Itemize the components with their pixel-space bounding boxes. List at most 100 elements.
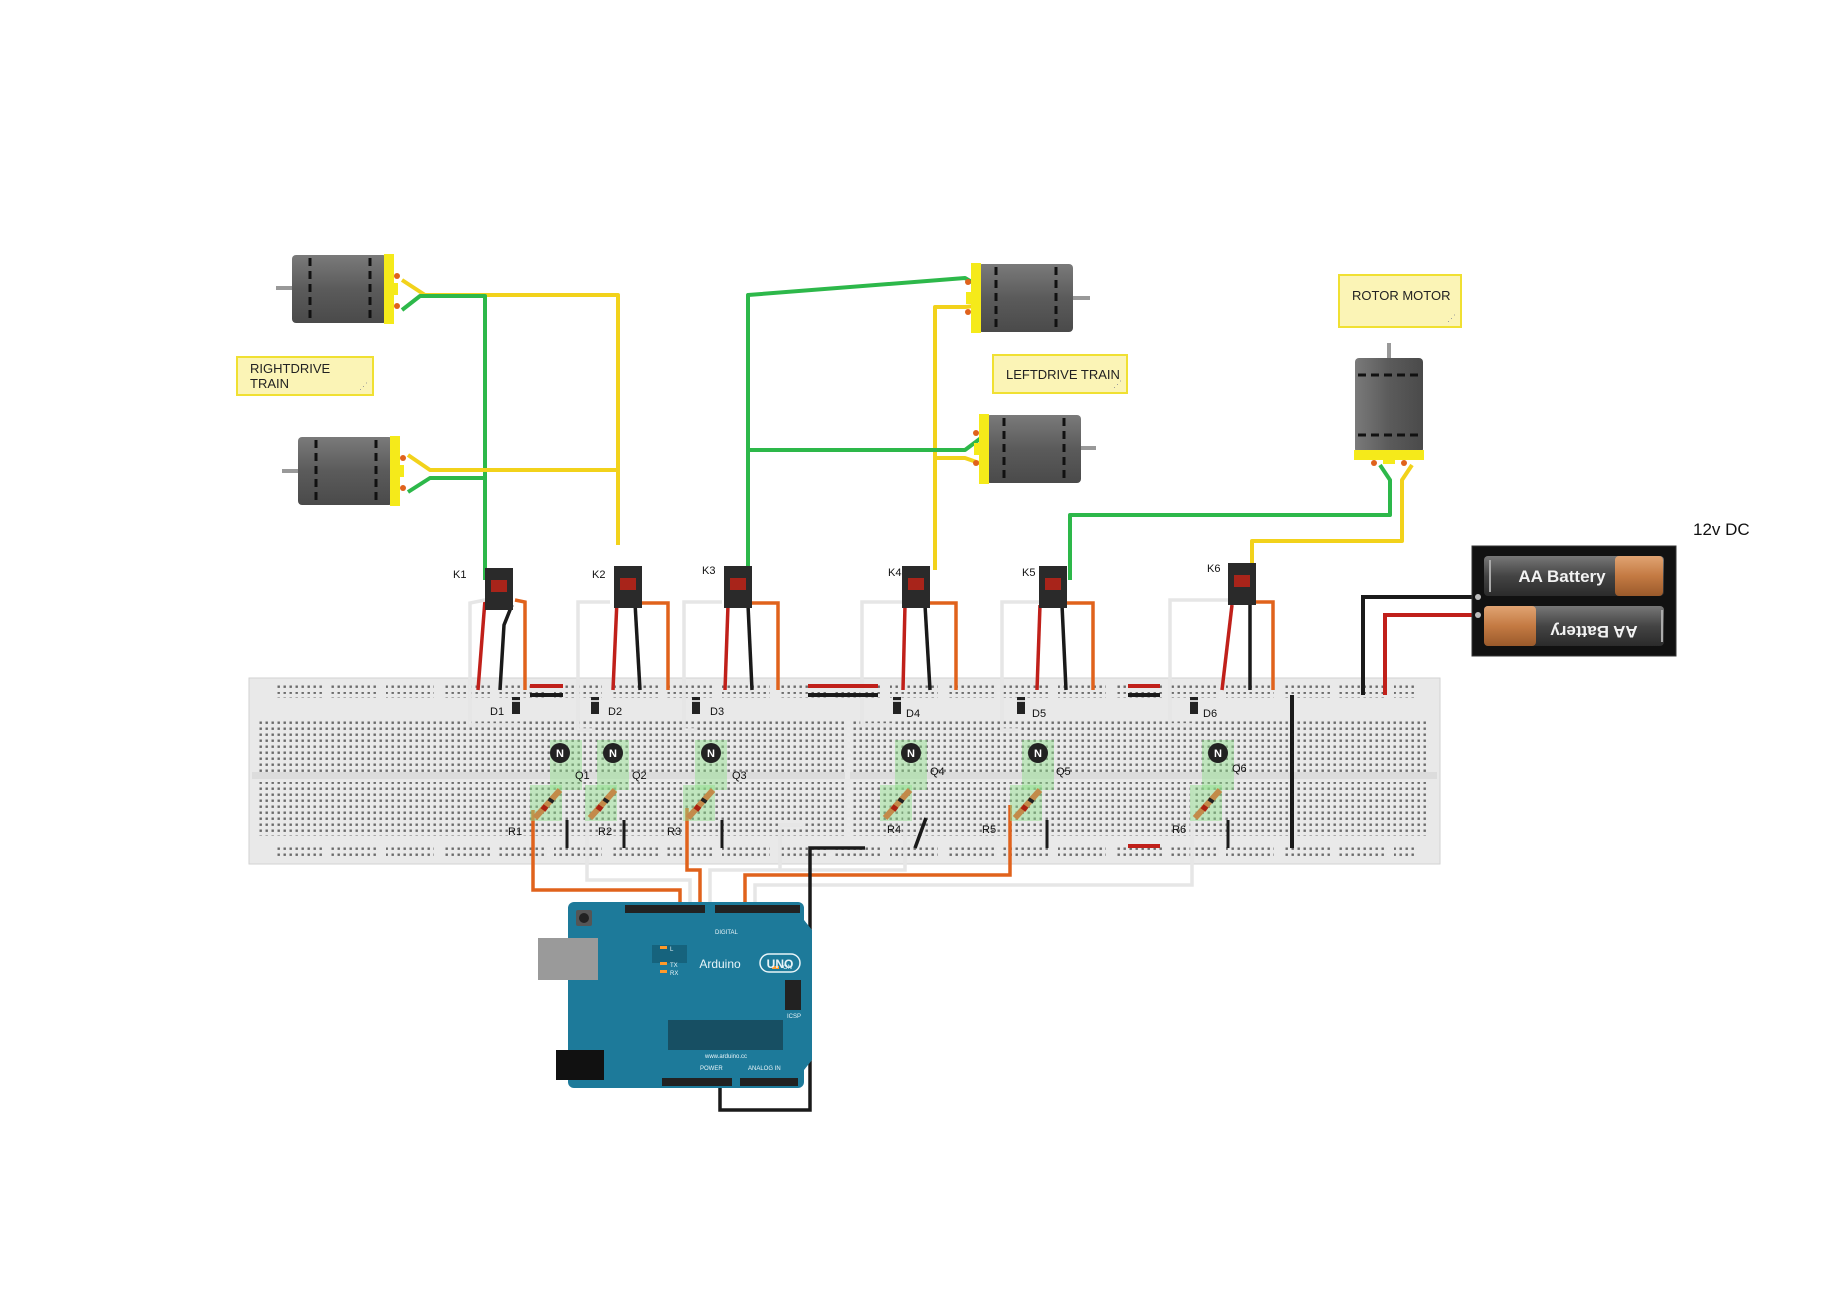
diode-d4[interactable] <box>893 697 901 714</box>
power-header-label: POWER <box>700 1066 723 1072</box>
transistor-q1[interactable]: N <box>550 740 582 790</box>
label-q2: Q2 <box>632 770 647 782</box>
resistor-r3[interactable] <box>683 785 716 821</box>
breadboard <box>248 677 1441 865</box>
transistors: N N N N N N <box>550 740 1234 790</box>
relay-k4[interactable] <box>902 566 930 608</box>
relay-k6[interactable] <box>1228 563 1256 605</box>
resistors <box>530 785 1223 821</box>
label-r3: R3 <box>667 826 681 838</box>
note-rotor-motor[interactable]: ROTOR MOTOR ⋰ <box>1338 274 1462 328</box>
transistor-q6[interactable]: N <box>1202 740 1234 790</box>
transistor-q4[interactable]: N <box>895 740 927 790</box>
l-label: L <box>670 947 674 953</box>
label-d4: D4 <box>906 708 920 720</box>
battery-label-top: AA Battery <box>1518 567 1606 586</box>
label-r5: R5 <box>982 824 996 836</box>
relay-k1[interactable] <box>485 568 513 610</box>
motor-right-top[interactable] <box>276 254 400 324</box>
label-k3: K3 <box>702 565 715 577</box>
arduino-wiring <box>531 785 1194 1112</box>
motor-rotor[interactable] <box>1354 343 1424 466</box>
battery-pack[interactable]: AA Battery AA Battery <box>1471 545 1677 657</box>
label-r2: R2 <box>598 826 612 838</box>
motor-left-bottom[interactable] <box>973 414 1096 484</box>
tx-label: TX <box>670 963 678 969</box>
label-q5: Q5 <box>1056 766 1071 778</box>
diode-d1[interactable] <box>512 697 520 714</box>
resize-grip-icon[interactable]: ⋰ <box>1113 379 1122 389</box>
atmega-chip <box>668 1020 783 1050</box>
battery-label-bottom: AA Battery <box>1550 622 1638 641</box>
motor-wiring <box>400 276 1414 580</box>
label-k2: K2 <box>592 569 605 581</box>
note-right-drive-text: RIGHTDRIVE TRAIN <box>250 361 331 391</box>
relays <box>485 563 1256 610</box>
relay-k3[interactable] <box>724 566 752 608</box>
resistor-r5[interactable] <box>1010 785 1043 821</box>
resistor-r2[interactable] <box>585 785 618 821</box>
note-left-drive-train[interactable]: LEFTDRIVE TRAIN ⋰ <box>992 354 1128 394</box>
transistor-marker: N <box>1034 748 1042 760</box>
power-jack <box>556 1050 604 1080</box>
transistor-q5[interactable]: N <box>1022 740 1054 790</box>
diode-d2[interactable] <box>591 697 599 714</box>
note-rotor-text: ROTOR MOTOR <box>1352 288 1451 303</box>
battery-wiring <box>1361 595 1480 695</box>
component-labels: K1 K2 K3 K4 K5 K6 D1 D2 D3 D4 D5 D6 Q1 Q… <box>453 563 1247 838</box>
diodes <box>512 697 1198 714</box>
transistor-q3[interactable]: N <box>695 740 727 790</box>
transistor-marker: N <box>707 748 715 760</box>
transistor-marker: N <box>556 748 564 760</box>
diode-d5[interactable] <box>1017 697 1025 714</box>
label-r6: R6 <box>1172 824 1186 836</box>
transistor-marker: N <box>907 748 915 760</box>
label-k4: K4 <box>888 567 901 579</box>
power-label: 12v DC <box>1693 520 1750 539</box>
label-k6: K6 <box>1207 563 1220 575</box>
label-d3: D3 <box>710 706 724 718</box>
transistor-marker: N <box>609 748 617 760</box>
label-q3: Q3 <box>732 770 747 782</box>
label-r1: R1 <box>508 826 522 838</box>
label-q1: Q1 <box>575 770 590 782</box>
arduino-brand: Arduino <box>699 957 741 971</box>
diode-d6[interactable] <box>1190 697 1198 714</box>
transistor-marker: N <box>1214 748 1222 760</box>
diode-d3[interactable] <box>692 697 700 714</box>
resistor-r1[interactable] <box>530 785 563 821</box>
rail-jumpers <box>530 684 1294 848</box>
relay-wiring <box>468 598 1275 732</box>
relay-k5[interactable] <box>1039 566 1067 608</box>
resize-grip-icon[interactable]: ⋰ <box>359 381 368 391</box>
resistor-r4[interactable] <box>880 785 913 821</box>
usb-port <box>538 938 598 980</box>
ground-links <box>565 820 1230 848</box>
icsp-label: ICSP <box>787 1014 801 1020</box>
label-d2: D2 <box>608 706 622 718</box>
motor-left-top[interactable] <box>965 263 1090 333</box>
label-d1: D1 <box>490 706 504 718</box>
relay-k2[interactable] <box>614 566 642 608</box>
note-right-drive-train[interactable]: RIGHTDRIVE TRAIN ⋰ <box>236 356 374 396</box>
resize-grip-icon[interactable]: ⋰ <box>1447 313 1456 323</box>
transistor-q2[interactable]: N <box>597 740 629 790</box>
digital-label: DIGITAL <box>715 930 739 936</box>
arduino-site: www.arduino.cc <box>704 1054 747 1060</box>
label-k1: K1 <box>453 569 466 581</box>
arduino-uno[interactable]: Arduino UNO ON TX RX L DIGITAL POWER ANA… <box>538 902 812 1088</box>
label-q4: Q4 <box>930 766 945 778</box>
label-q6: Q6 <box>1232 763 1247 775</box>
resistor-r6[interactable] <box>1190 785 1223 821</box>
label-d6: D6 <box>1203 708 1217 720</box>
label-r4: R4 <box>887 824 901 836</box>
label-d5: D5 <box>1032 708 1046 720</box>
arduino-model: UNO <box>767 957 794 971</box>
motor-right-bottom[interactable] <box>282 436 406 506</box>
label-k5: K5 <box>1022 567 1035 579</box>
on-label: ON <box>783 965 792 971</box>
note-left-drive-text: LEFTDRIVE TRAIN <box>1006 366 1120 382</box>
analog-header-label: ANALOG IN <box>748 1066 781 1072</box>
rx-label: RX <box>670 971 678 977</box>
